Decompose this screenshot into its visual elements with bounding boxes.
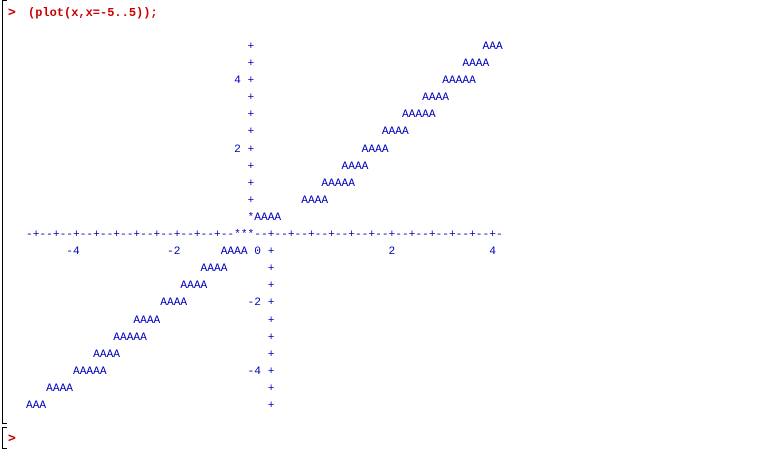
plot-line: AAAA + [26,348,275,361]
plot-line: + AAAA [26,194,329,207]
plot-line: AAAA + [26,314,275,327]
input-prompt: > [8,5,16,20]
plot-line: + AAAA [26,58,490,71]
plot-line: + AAAA [26,160,369,173]
plot-line: 4 + AAAAA [26,75,476,88]
plot-line: + AAAAA [26,109,436,122]
empty-execution-group-bracket[interactable] [2,427,7,449]
plot-line: + AAAAA [26,177,355,190]
command-input[interactable]: (plot(x,x=-5..5)); [28,6,158,20]
plot-line: 2 + AAAA [26,143,389,156]
plot-line: AAAAA -4 + [26,365,275,378]
plot-line: AAAA + [26,382,275,395]
plot-line: -4 -2 AAAA 0 + 2 4 [26,246,496,259]
plot-line: AAA + [26,399,275,412]
plot-line: + AAAA [26,126,409,139]
plot-line: AAAA + [26,280,275,293]
plot-line: *AAAA [26,211,282,224]
next-input-prompt[interactable]: > [8,431,16,446]
plot-line: -+--+--+--+--+--+--+--+--+--+--***--+--+… [26,229,503,242]
plot-line: AAAA + [26,263,275,276]
plot-line: AAAA -2 + [26,297,275,310]
ascii-plot-output: + AAA + AAAA 4 + AAAAA [26,39,503,415]
plot-line: + AAAA [26,92,449,105]
plot-line: AAAAA + [26,331,275,344]
execution-group-bracket[interactable] [2,0,7,424]
plot-line: + AAA [26,41,503,53]
